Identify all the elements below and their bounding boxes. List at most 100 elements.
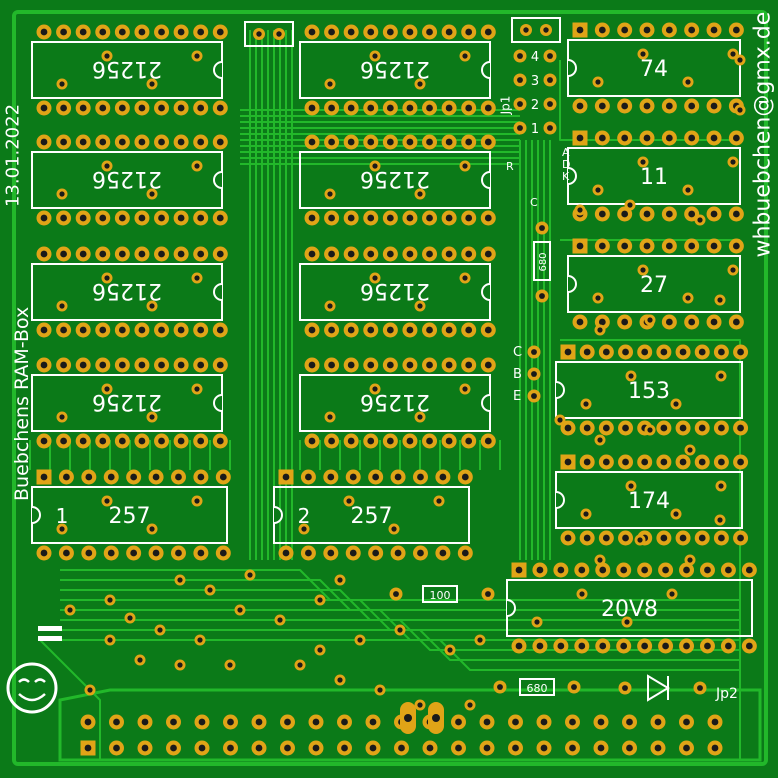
- drill-hole: [665, 134, 673, 142]
- drill-hole: [602, 458, 610, 466]
- drill-hole: [439, 473, 447, 481]
- drill-hole: [308, 214, 316, 222]
- drill-hole: [737, 348, 744, 356]
- drill-hole: [710, 134, 718, 142]
- via-hole: [467, 702, 473, 708]
- drill-hole: [79, 437, 87, 445]
- drill-hole: [255, 744, 263, 752]
- trace: [560, 339, 741, 760]
- via-hole: [417, 303, 423, 309]
- via-hole: [597, 327, 603, 333]
- drill-hole: [40, 361, 48, 369]
- via-hole: [417, 81, 423, 87]
- led-pin-label: A: [562, 146, 570, 159]
- resistor-body: [533, 241, 551, 281]
- via-hole: [317, 647, 323, 653]
- via-hole: [357, 637, 363, 643]
- drill-hole: [665, 242, 673, 250]
- drill-hole: [557, 642, 565, 650]
- drill-hole: [398, 744, 405, 752]
- via-hole: [730, 159, 736, 165]
- via-hole: [327, 81, 333, 87]
- drill-hole: [60, 138, 67, 146]
- chip-notch: [213, 61, 223, 79]
- via-hole: [247, 572, 253, 578]
- drill-hole: [394, 549, 402, 557]
- drill-hole: [141, 718, 149, 726]
- chip-label: 21256: [92, 56, 162, 81]
- via-hole: [372, 163, 378, 169]
- via-hole: [595, 295, 601, 301]
- chip-label: 27: [640, 273, 668, 298]
- drill-hole: [107, 473, 115, 481]
- drill-hole: [704, 642, 711, 650]
- via-hole: [104, 53, 110, 59]
- drill-hole: [367, 104, 375, 112]
- via-hole: [337, 677, 343, 683]
- drill-hole: [177, 437, 185, 445]
- drill-hole: [484, 437, 492, 445]
- drill-hole: [308, 138, 316, 146]
- chip-notch: [506, 599, 516, 617]
- jp2-label: Jp2: [716, 686, 738, 702]
- drill-hole: [426, 437, 433, 445]
- drill-hole: [328, 104, 335, 112]
- drill-hole: [683, 566, 690, 574]
- drill-hole: [583, 458, 591, 466]
- drill-hole: [347, 104, 355, 112]
- capacitor-outline: [511, 17, 561, 43]
- drill-hole: [256, 31, 262, 37]
- drill-hole: [598, 210, 606, 218]
- drill-hole: [602, 348, 610, 356]
- drill-hole: [536, 566, 544, 574]
- drill-hole: [576, 242, 584, 250]
- drill-hole: [152, 549, 160, 557]
- drill-hole: [710, 26, 718, 34]
- drill-hole: [197, 473, 205, 481]
- via-hole: [577, 207, 583, 213]
- jumper-pin-label: 3: [531, 74, 539, 89]
- drill-hole: [621, 242, 629, 250]
- drill-hole: [60, 326, 67, 334]
- drill-hole: [536, 642, 544, 650]
- via-hole: [595, 187, 601, 193]
- drill-hole: [158, 214, 165, 222]
- drill-hole: [643, 242, 651, 250]
- chip-label: 74: [640, 57, 668, 82]
- drill-hole: [641, 458, 649, 466]
- via-hole: [624, 619, 630, 625]
- capacitor-outline: [244, 21, 294, 47]
- via-hole: [417, 702, 423, 708]
- drill-hole: [40, 437, 48, 445]
- drill-hole: [170, 744, 177, 752]
- via-hole: [237, 607, 243, 613]
- trace: [60, 629, 740, 661]
- via-hole: [717, 517, 723, 523]
- drill-hole: [369, 718, 377, 726]
- drill-hole: [439, 549, 447, 557]
- misc-label: C: [530, 196, 538, 209]
- drill-hole: [547, 53, 553, 59]
- drill-hole: [367, 326, 375, 334]
- drill-hole: [725, 566, 732, 574]
- drill-hole: [158, 361, 165, 369]
- drill-hole: [372, 549, 380, 557]
- chip-label: 21256: [360, 166, 430, 191]
- drill-hole: [531, 371, 537, 377]
- drill-hole: [426, 214, 433, 222]
- via-hole: [462, 386, 468, 392]
- email-label: whbuebchen@gmx.de: [750, 11, 776, 258]
- drill-hole: [347, 28, 355, 36]
- drill-hole: [698, 348, 706, 356]
- drill-hole: [386, 326, 394, 334]
- drill-hole: [328, 326, 335, 334]
- via-hole: [317, 597, 323, 603]
- drill-hole: [347, 250, 355, 258]
- drill-hole: [718, 458, 725, 466]
- drill-hole: [725, 642, 732, 650]
- jp1-label: Jp1: [498, 95, 513, 115]
- via-hole: [149, 81, 155, 87]
- drill-hole: [197, 138, 205, 146]
- drill-hole: [40, 549, 48, 557]
- led-pin-label: D: [562, 158, 570, 171]
